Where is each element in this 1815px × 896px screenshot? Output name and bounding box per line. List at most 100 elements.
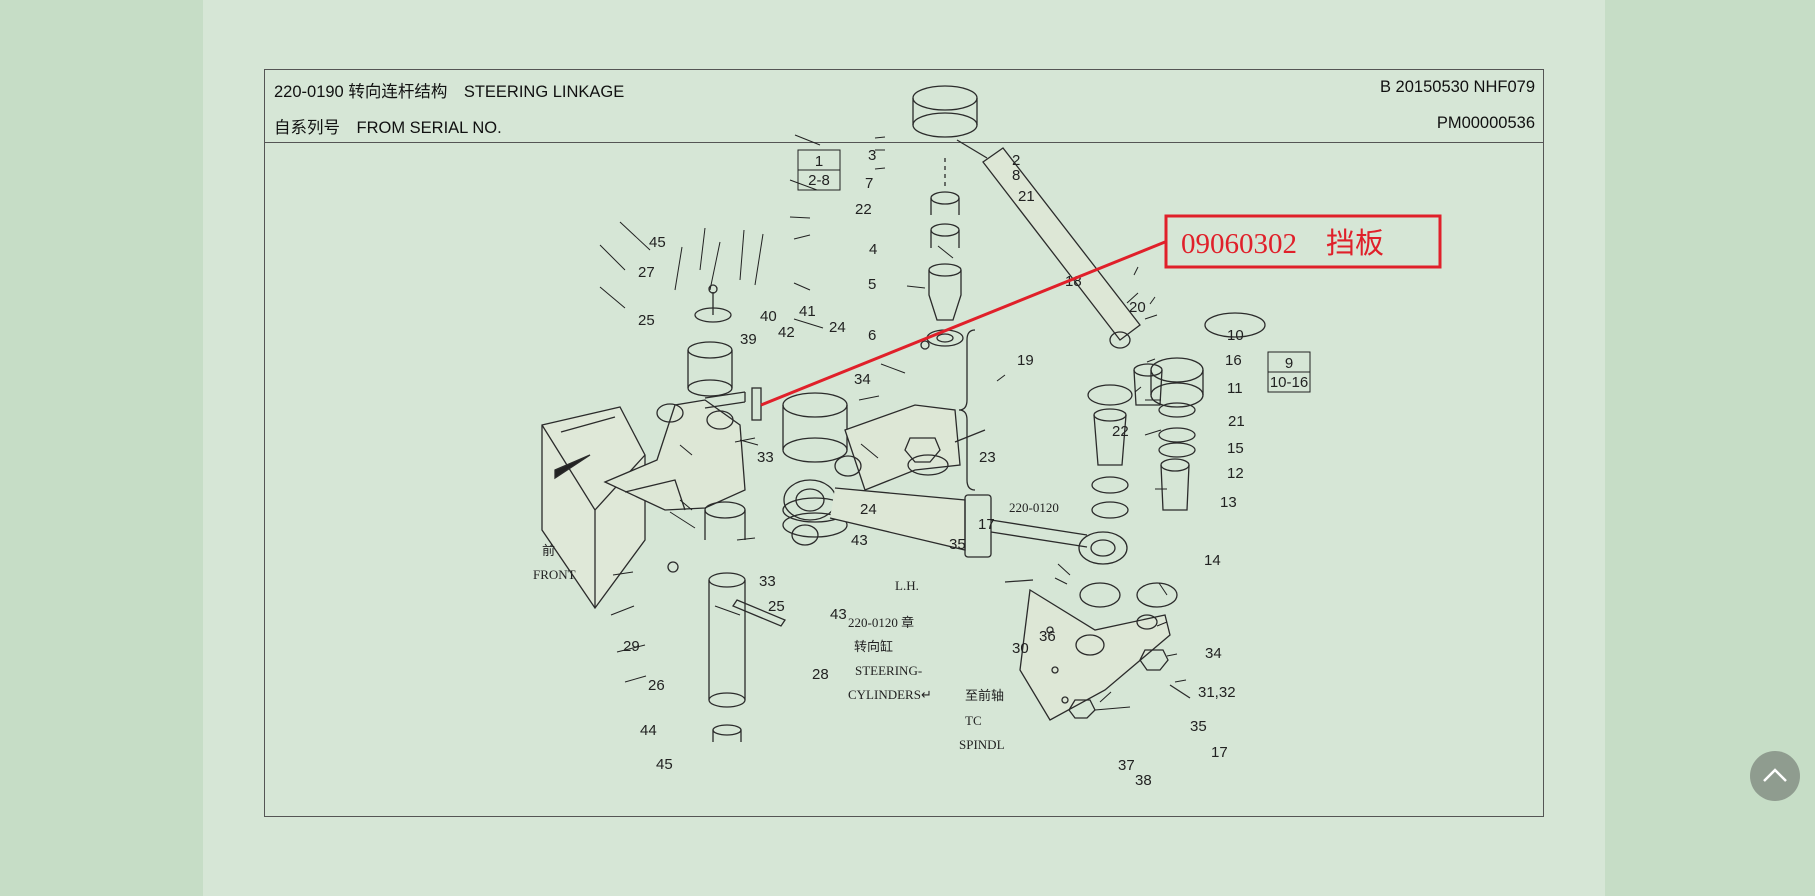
part-39: 39 — [740, 331, 757, 348]
part-35b: 35 — [1190, 718, 1207, 735]
axle-housing — [541, 406, 646, 610]
part-45: 45 — [649, 234, 666, 251]
washer-43a — [834, 455, 862, 477]
part-21: 21 — [1018, 188, 1035, 205]
part-24b: 24 — [860, 501, 877, 518]
parts-diagram-sheet: 220-0190 转向连杆结构 STEERING LINKAGE B 20150… — [264, 69, 1544, 817]
exploded-view-diagram: 1 2-8 9 10-16 45 27 25 40 41 39 42 24 33… — [533, 85, 1442, 789]
part-7: 7 — [865, 175, 873, 192]
svg-text:9: 9 — [1285, 355, 1293, 372]
part-34b: 34 — [1205, 645, 1222, 662]
spindle-label-cn: 至前轴 — [965, 688, 1004, 703]
nut-37 — [1068, 699, 1096, 719]
bushing-25-top — [687, 341, 733, 397]
part-15: 15 — [1227, 440, 1244, 457]
tie-rod-18 — [956, 139, 1141, 349]
part-8: 8 — [1012, 167, 1020, 184]
serial-value: PM00000536 — [1436, 114, 1535, 132]
document-code: B 20150530 NHF079 — [1379, 78, 1535, 96]
part-2: 2 — [1012, 152, 1020, 169]
part-35: 35 — [949, 536, 966, 553]
part-26: 26 — [648, 677, 665, 694]
part-45b: 45 — [656, 756, 673, 773]
king-pin-right — [1133, 312, 1266, 511]
washer-36 — [1079, 582, 1121, 608]
part-43: 43 — [851, 532, 868, 549]
part-23: 23 — [979, 449, 996, 466]
part-33b: 33 — [759, 573, 776, 590]
part-33: 33 — [757, 449, 774, 466]
part-30: 30 — [1012, 640, 1029, 657]
ref-220-0120: 220-0120 — [1009, 500, 1059, 515]
callout-text: 09060302 挡板 — [1181, 227, 1384, 260]
washer-43b — [791, 524, 819, 546]
cap-27 — [694, 284, 732, 323]
part-callouts: 45 27 25 40 41 39 42 24 33 33 25 29 26 4… — [623, 147, 1245, 789]
part-31-32: 31,32 — [1198, 684, 1236, 701]
part-36: 36 — [1039, 628, 1056, 645]
part-4: 4 — [869, 241, 877, 258]
nut-35a — [904, 437, 941, 463]
pin-39 — [704, 391, 746, 409]
front-arrow — [554, 454, 591, 480]
part-22b: 22 — [1112, 423, 1129, 440]
part-38: 38 — [1135, 772, 1152, 789]
part-21b: 21 — [1228, 413, 1245, 430]
leader-lines — [599, 134, 1187, 711]
steering-arm-23 — [844, 404, 961, 491]
part-22: 22 — [855, 201, 872, 218]
part-11: 11 — [1227, 380, 1243, 397]
part-24: 24 — [829, 319, 846, 336]
cylinder-label-cn: 转向缸 — [854, 639, 893, 654]
svg-text:1: 1 — [815, 153, 823, 170]
steering-bracket — [603, 399, 746, 511]
part-16: 16 — [1225, 352, 1242, 369]
mounting-bracket-31-32 — [1019, 588, 1171, 721]
bolt-19 — [920, 340, 930, 350]
cylinder-label-en-1: STEERING- — [855, 663, 922, 678]
chevron-up-icon — [1763, 768, 1787, 782]
part-12: 12 — [1227, 465, 1244, 482]
cylinder-label-en-2: CYLINDERS↵ — [848, 687, 932, 702]
part-17b: 17 — [1211, 744, 1228, 761]
part-25b: 25 — [768, 598, 785, 615]
nut-35b — [1139, 649, 1169, 671]
part-44: 44 — [640, 722, 657, 739]
diagram-labels: 前 FRONT L.H. 220-0120 220-0120 章 转向缸 STE… — [533, 500, 1059, 752]
king-pin-26 — [704, 501, 746, 742]
part-37: 37 — [1118, 757, 1135, 774]
part-40: 40 — [760, 308, 777, 325]
part-34: 34 — [854, 371, 871, 388]
nut-29 — [667, 561, 679, 573]
part-41: 41 — [799, 303, 816, 320]
part-13: 13 — [1220, 494, 1237, 511]
group-box-1: 1 2-8 — [797, 149, 841, 191]
serial-label: 自系列号 FROM SERIAL NO. — [274, 119, 502, 137]
part-10: 10 — [1227, 327, 1244, 344]
front-label-en: FRONT — [533, 567, 576, 582]
svg-text:2-8: 2-8 — [808, 172, 830, 189]
part-27: 27 — [638, 264, 655, 281]
page-title: 220-0190 转向连杆结构 STEERING LINKAGE — [274, 83, 625, 101]
plate-40 — [751, 387, 762, 421]
cylinder-ref: 220-0120 章 — [848, 615, 914, 630]
sheet-header: 220-0190 转向连杆结构 STEERING LINKAGE B 20150… — [265, 70, 1543, 143]
spindle-label-en-2: SPINDL — [959, 737, 1005, 752]
part-17: 17 — [978, 516, 995, 533]
part-5: 5 — [868, 276, 876, 293]
part-29: 29 — [623, 638, 640, 655]
part-43b: 43 — [830, 606, 847, 623]
part-6: 6 — [868, 327, 876, 344]
part-28: 28 — [812, 666, 829, 683]
part-19: 19 — [1017, 352, 1034, 369]
part-42: 42 — [778, 324, 795, 341]
bracket-brace — [958, 329, 976, 491]
part-3: 3 — [868, 147, 876, 164]
lh-label: L.H. — [895, 578, 919, 593]
scroll-to-top-button[interactable] — [1750, 751, 1800, 801]
callout-leader — [760, 240, 1166, 407]
cotter-pin-17a — [954, 429, 986, 443]
cotter-pin-17b — [1169, 684, 1191, 699]
group-box-9: 9 10-16 — [1267, 351, 1311, 393]
steering-cylinder — [783, 479, 1128, 565]
